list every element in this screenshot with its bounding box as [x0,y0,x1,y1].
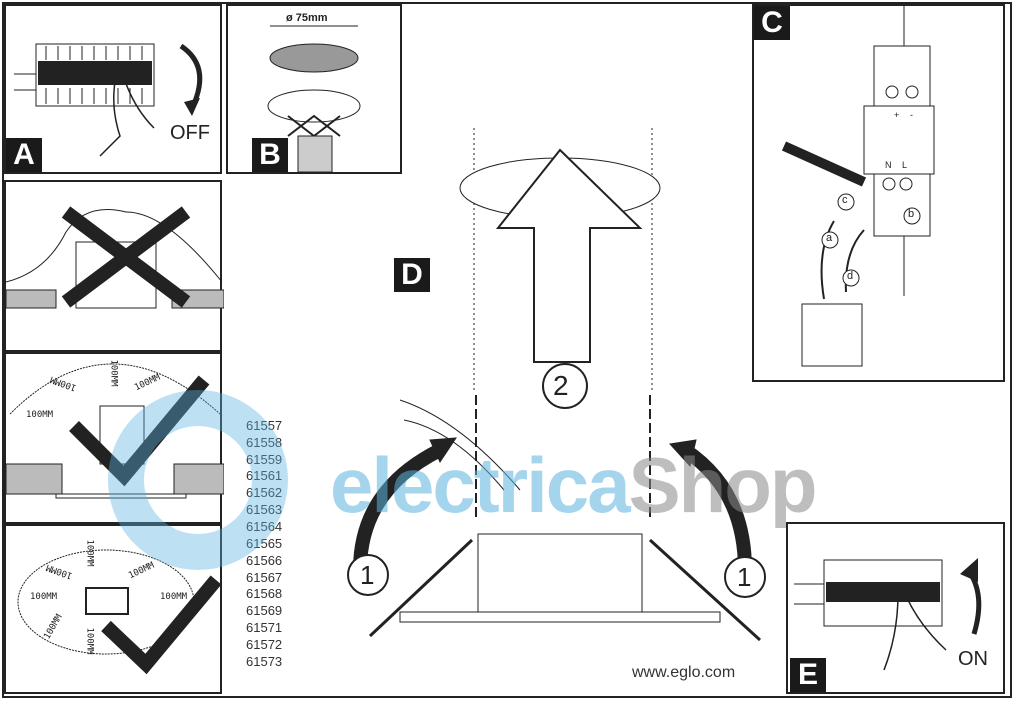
wiring-illustration [781,6,935,367]
panel-e-label: E [790,658,826,692]
screwdriver-icon [781,141,867,187]
panel-wrong-insulation [4,180,224,352]
step-1-label-left: 1 [360,560,375,590]
cross-icon [61,206,191,308]
panel-d-label: D [394,258,430,292]
panel-c-wiring: C + - N L a b c d [752,4,1005,382]
watermark-part1: electrica [330,441,631,529]
cutout-illustration [267,25,361,173]
website-url[interactable]: www.eglo.com [632,664,736,681]
panel-b-cutout: ø 75mm B [226,4,402,174]
step-b: b [908,208,915,220]
watermark-e-logo [108,390,288,570]
terminal-n: N [885,160,892,170]
model-number: 61572 [246,637,283,652]
step-c: c [842,194,848,206]
clearance-label: 100MM [30,592,58,602]
off-text: OFF [170,122,210,144]
model-number: 61571 [246,620,283,635]
breaker-on-illustration [794,558,982,671]
clearance-top-illustration [17,549,222,675]
panel-b-label: B [252,138,288,172]
step-a: a [826,232,833,244]
arrow-down-icon [179,43,203,108]
model-number: 61573 [246,654,283,669]
watermark-part2: Shop [628,441,818,529]
diameter-label: ø 75mm [286,12,328,24]
model-number: 61569 [246,603,283,618]
step-2-label: 2 [553,370,569,401]
insulation-covered-illustration [6,206,224,309]
model-number: 61567 [246,570,283,585]
panel-a-label: A [6,138,42,172]
arrow-up-icon [495,148,643,363]
panel-c-label: C [754,6,790,40]
panel-e-switch-on: ON E [786,522,1005,694]
terminal-l: L [902,160,908,170]
model-number: 61566 [246,553,283,568]
model-number: 61568 [246,586,283,601]
clearance-label: 100MM [26,410,54,420]
breaker-off-illustration [14,43,203,157]
step-1-label-right: 1 [737,562,752,592]
step-d: d [847,270,854,282]
on-text: ON [958,648,988,670]
panel-a-switch-off: A OFF [4,4,222,174]
watermark-logo: electricaShop [330,440,818,531]
terminal-minus: - [910,110,913,120]
terminal-plus: + [894,110,900,120]
clearance-label: 100MM [160,592,188,602]
checkmark-icon [101,575,222,675]
